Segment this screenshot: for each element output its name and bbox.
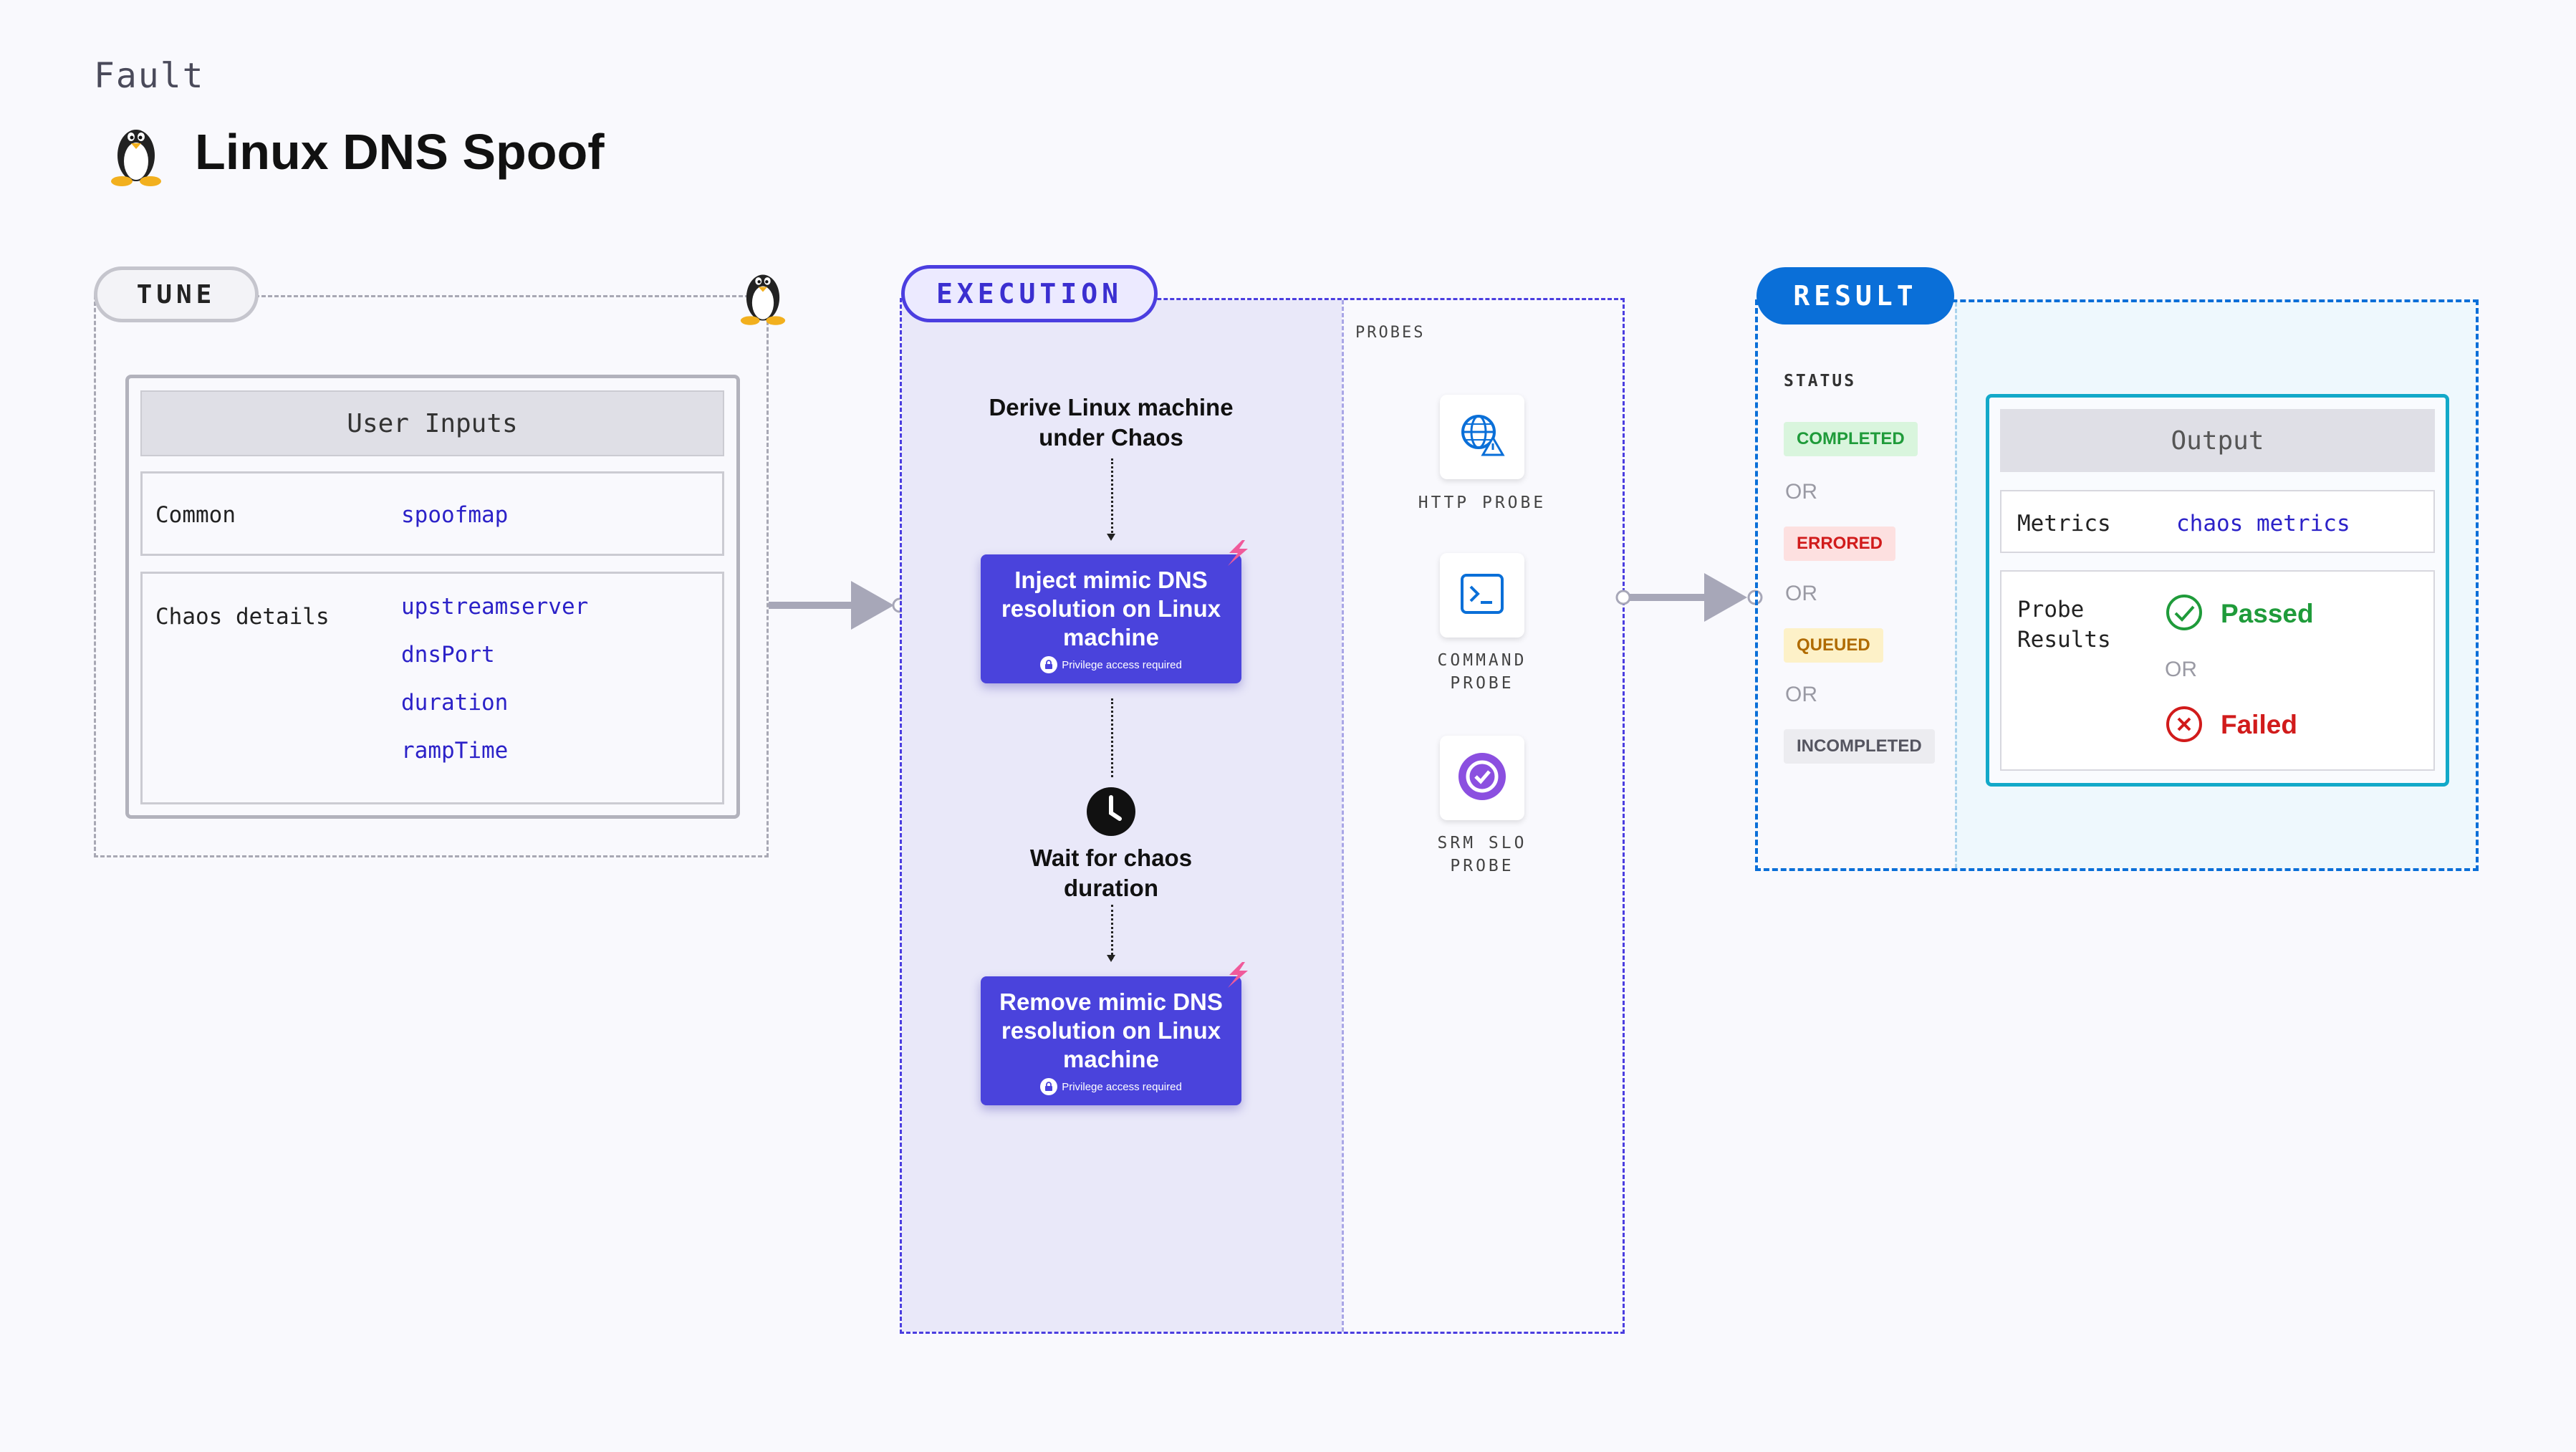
execution-section bbox=[900, 298, 1625, 1334]
probe-results-label: Probe Results bbox=[2017, 597, 2111, 653]
common-label: Common bbox=[155, 502, 236, 528]
chaos-details-row: Chaos details upstreamserver dnsPort dur… bbox=[140, 572, 724, 804]
probe-results-row: Probe Results Passed OR Failed bbox=[2000, 570, 2435, 771]
connector-line bbox=[1111, 905, 1113, 959]
or-text: OR bbox=[2165, 658, 2197, 681]
remove-dns-text: Remove mimic DNS resolution on Linux mac… bbox=[999, 989, 1223, 1072]
derive-step-text: Derive Linux machine under Chaos bbox=[989, 394, 1234, 451]
http-probe-tile bbox=[1440, 395, 1524, 479]
globe-warning-icon bbox=[1457, 410, 1507, 464]
user-inputs-title: User Inputs bbox=[140, 390, 724, 456]
failed-text: Failed bbox=[2221, 710, 2297, 739]
clock-icon bbox=[1085, 786, 1137, 841]
linux-penguin-icon bbox=[104, 118, 168, 191]
srm-slo-probe-tile bbox=[1440, 736, 1524, 820]
chaos-bolt-icon bbox=[1221, 961, 1252, 993]
execution-to-result-arrow bbox=[1615, 569, 1765, 630]
page-title: Linux DNS Spoof bbox=[195, 124, 605, 180]
inject-dns-text: Inject mimic DNS resolution on Linux mac… bbox=[1001, 567, 1221, 650]
status-badge-incompleted: INCOMPLETED bbox=[1784, 729, 1935, 764]
privilege-note: Privilege access required bbox=[981, 656, 1241, 673]
tune-section bbox=[94, 295, 769, 857]
check-circle-icon bbox=[2165, 593, 2203, 635]
inject-dns-card: Inject mimic DNS resolution on Linux mac… bbox=[981, 554, 1241, 683]
command-probe-tile bbox=[1440, 553, 1524, 638]
spoofmap-value: spoofmap bbox=[401, 502, 509, 528]
upstreamserver-value: upstreamserver bbox=[401, 594, 589, 620]
chaos-bolt-icon bbox=[1221, 539, 1252, 571]
remove-dns-card: Remove mimic DNS resolution on Linux mac… bbox=[981, 976, 1241, 1105]
command-probe-label: COMMAND PROBE bbox=[1437, 651, 1527, 693]
fault-kicker: Fault bbox=[94, 56, 205, 96]
or-text: OR bbox=[1785, 683, 1817, 706]
ramptime-value: rampTime bbox=[401, 738, 509, 764]
or-text: OR bbox=[1785, 582, 1817, 605]
http-probe-label: HTTP PROBE bbox=[1418, 494, 1547, 512]
x-circle-icon bbox=[2165, 705, 2203, 747]
connector-arrowhead bbox=[1107, 955, 1115, 962]
execution-divider bbox=[1342, 300, 1344, 1332]
dnsport-value: dnsPort bbox=[401, 642, 495, 668]
metrics-row: Metrics chaos metrics bbox=[2000, 490, 2435, 553]
result-divider bbox=[1955, 302, 1957, 868]
privilege-text: Privilege access required bbox=[1062, 658, 1182, 671]
execution-label: EXECUTION bbox=[901, 265, 1158, 322]
output-title: Output bbox=[2000, 409, 2435, 472]
chaos-metrics-value: chaos metrics bbox=[2176, 511, 2350, 537]
terminal-icon bbox=[1459, 572, 1505, 619]
lock-icon bbox=[1040, 656, 1058, 673]
or-text: OR bbox=[1785, 480, 1817, 504]
wait-step-text: Wait for chaos duration bbox=[1029, 845, 1193, 901]
tune-to-execution-arrow bbox=[769, 577, 912, 638]
privilege-note: Privilege access required bbox=[981, 1078, 1241, 1095]
srm-slo-probe-label: SRM SLO PROBE bbox=[1437, 834, 1527, 875]
result-label: RESULT bbox=[1756, 267, 1954, 324]
chaos-details-label: Chaos details bbox=[155, 604, 330, 630]
connector-arrowhead bbox=[1107, 534, 1115, 541]
status-badge-completed: COMPLETED bbox=[1784, 422, 1918, 456]
metrics-label: Metrics bbox=[2017, 511, 2111, 537]
result-section bbox=[1755, 299, 2479, 871]
tune-label: TUNE bbox=[94, 266, 259, 322]
status-badge-queued: QUEUED bbox=[1784, 628, 1883, 663]
common-row: Common spoofmap bbox=[140, 471, 724, 556]
connector-line bbox=[1111, 458, 1113, 537]
lock-icon bbox=[1040, 1078, 1058, 1095]
privilege-text: Privilege access required bbox=[1062, 1080, 1182, 1093]
probes-label: PROBES bbox=[1355, 324, 1426, 342]
linux-penguin-icon bbox=[734, 264, 792, 330]
connector-line bbox=[1111, 698, 1113, 777]
status-badge-errored: ERRORED bbox=[1784, 527, 1896, 561]
status-label: STATUS bbox=[1784, 372, 1857, 390]
duration-value: duration bbox=[401, 690, 509, 716]
passed-text: Passed bbox=[2221, 599, 2314, 628]
slo-icon bbox=[1455, 749, 1509, 807]
